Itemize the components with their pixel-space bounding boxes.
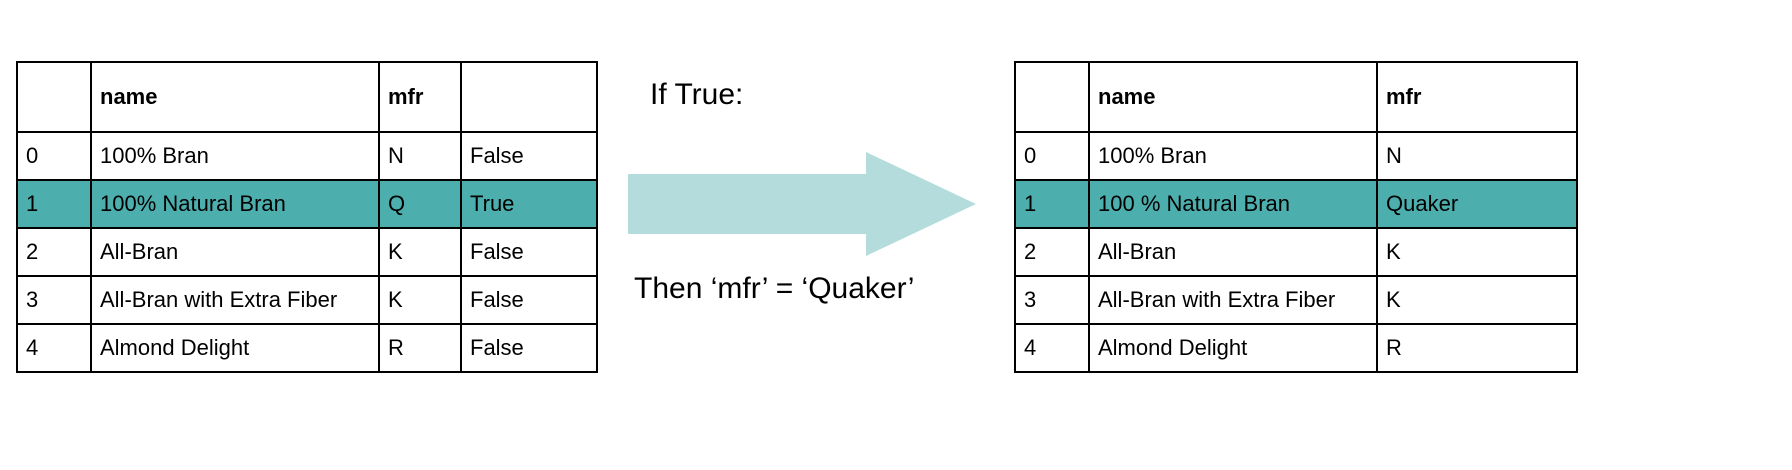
right-arrow-icon <box>628 152 976 256</box>
left-cell-match: False <box>460 227 598 277</box>
right-header-index <box>1014 61 1090 133</box>
left-cell-name: 100% Bran <box>90 131 380 181</box>
right-table-header: name mfr <box>1014 61 1578 133</box>
left-cell-match: False <box>460 131 598 181</box>
left-cell-mfr: K <box>378 275 462 325</box>
left-cell-index: 2 <box>16 227 92 277</box>
right-header-name: name <box>1088 61 1378 133</box>
left-cell-index: 3 <box>16 275 92 325</box>
left-cell-name: All-Bran with Extra Fiber <box>90 275 380 325</box>
right-header-mfr: mfr <box>1376 61 1578 133</box>
table-header-row: name mfr <box>16 61 598 133</box>
right-cell-name: All-Bran <box>1088 227 1378 277</box>
then-assignment-label: Then ‘mfr’ = ‘Quaker’ <box>634 272 915 305</box>
left-cell-index: 0 <box>16 131 92 181</box>
right-cell-mfr: K <box>1376 275 1578 325</box>
left-header-name: name <box>90 61 380 133</box>
right-cell-name: 100% Bran <box>1088 131 1378 181</box>
right-cell-name: All-Bran with Extra Fiber <box>1088 275 1378 325</box>
right-cell-index: 3 <box>1014 275 1090 325</box>
right-cell-mfr: R <box>1376 323 1578 373</box>
left-cell-mfr: K <box>378 227 462 277</box>
left-header-index <box>16 61 92 133</box>
right-cell-mfr: K <box>1376 227 1578 277</box>
right-cell-index: 1 <box>1014 179 1090 229</box>
right-cell-mfr: Quaker <box>1376 179 1578 229</box>
table-header-row: name mfr <box>1014 61 1578 133</box>
left-cell-match: True <box>460 179 598 229</box>
right-cell-mfr: N <box>1376 131 1578 181</box>
left-header-match <box>460 61 598 133</box>
right-cell-index: 4 <box>1014 323 1090 373</box>
right-cell-name: 100 % Natural Bran <box>1088 179 1378 229</box>
if-true-label: If True: <box>650 78 744 111</box>
left-cell-mfr: Q <box>378 179 462 229</box>
left-header-mfr: mfr <box>378 61 462 133</box>
left-cell-match: False <box>460 275 598 325</box>
left-cell-mfr: N <box>378 131 462 181</box>
left-cell-match: False <box>460 323 598 373</box>
left-cell-name: All-Bran <box>90 227 380 277</box>
left-table-header: name mfr <box>16 61 598 133</box>
left-cell-index: 1 <box>16 179 92 229</box>
right-cell-index: 2 <box>1014 227 1090 277</box>
left-cell-index: 4 <box>16 323 92 373</box>
right-cell-name: Almond Delight <box>1088 323 1378 373</box>
right-cell-index: 0 <box>1014 131 1090 181</box>
left-cell-mfr: R <box>378 323 462 373</box>
left-cell-name: Almond Delight <box>90 323 380 373</box>
left-cell-name: 100% Natural Bran <box>90 179 380 229</box>
